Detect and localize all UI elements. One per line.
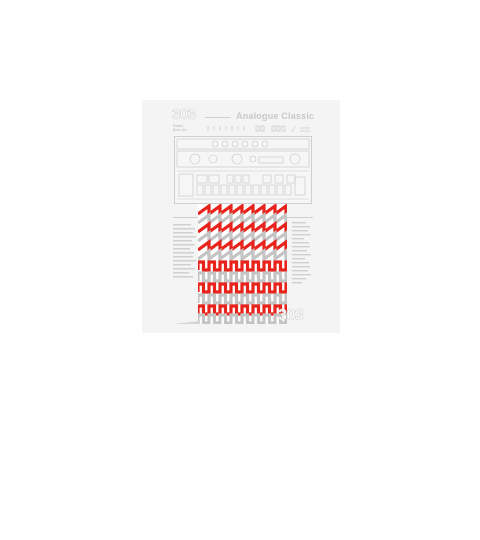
sawtooth-wave-2 bbox=[197, 211, 299, 227]
poster: 303 Analogue Classic Roland Bass Line bbox=[142, 100, 340, 333]
square-wave-9 bbox=[196, 282, 292, 294]
poster-title: Analogue Classic bbox=[236, 111, 315, 121]
square-wave-11 bbox=[196, 304, 292, 316]
title-rule bbox=[205, 117, 231, 118]
sawtooth-wave-4 bbox=[197, 229, 299, 245]
machine-illustration bbox=[174, 136, 312, 204]
square-wave-7 bbox=[196, 260, 292, 272]
waveform-panel bbox=[196, 202, 299, 325]
brand-line-2: Bass Line bbox=[173, 128, 187, 132]
tick-marks bbox=[207, 125, 310, 133]
notes-right-lines bbox=[292, 222, 311, 284]
square-wave-10 bbox=[196, 293, 292, 305]
model-number: 303 bbox=[172, 106, 197, 124]
corner-model-number: 303 bbox=[278, 307, 304, 325]
waveform-graphic bbox=[196, 202, 299, 325]
corner-shape bbox=[174, 321, 200, 324]
sawtooth-wave-5 bbox=[197, 238, 299, 254]
brand-line-1: Roland bbox=[173, 124, 184, 128]
sawtooth-wave-6 bbox=[197, 247, 299, 263]
sawtooth-wave-1 bbox=[197, 202, 299, 218]
notes-left-lines bbox=[173, 224, 196, 278]
sawtooth-wave-3 bbox=[197, 220, 299, 236]
square-wave-8 bbox=[196, 271, 292, 283]
machine-drawing bbox=[176, 138, 310, 200]
square-wave-12 bbox=[196, 313, 292, 325]
